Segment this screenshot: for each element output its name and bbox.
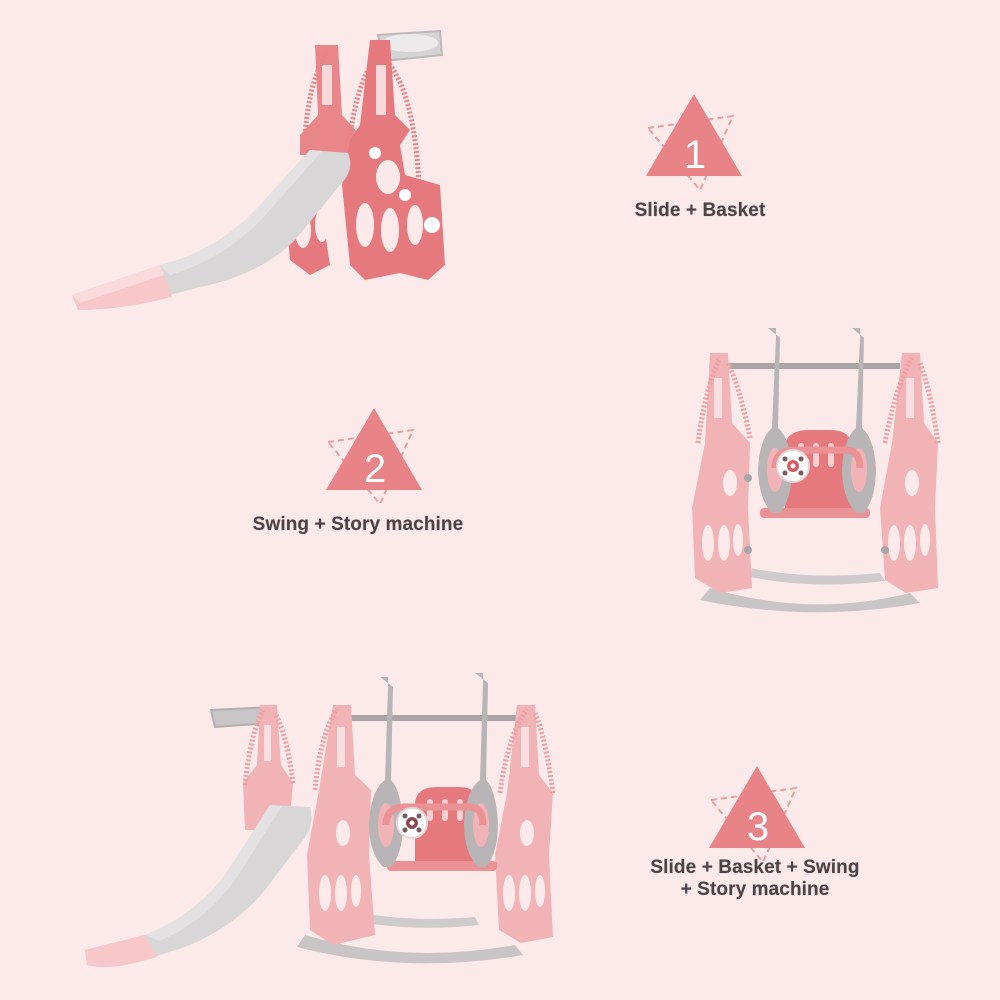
option-2-caption: Swing + Story machine <box>228 514 488 536</box>
product-image-slide-basket <box>60 25 460 315</box>
option-1-caption: Slide + Basket <box>610 200 790 222</box>
slide-basket-illustration <box>72 29 445 310</box>
triangle-badge-icon: 1 <box>646 94 742 192</box>
triangle-badge-icon: 2 <box>326 408 422 506</box>
svg-text:1: 1 <box>684 133 706 177</box>
option-1-badge: 1 <box>638 88 748 198</box>
caption-line: Slide + Basket <box>634 200 766 221</box>
triangle-badge-icon: 3 <box>709 766 805 864</box>
option-3-badge: 3 <box>701 760 811 870</box>
caption-line: Swing + Story machine <box>252 514 464 535</box>
caption-line-1: Slide + Basket + Swing <box>650 857 860 878</box>
swing-story-machine-illustration <box>692 328 941 613</box>
svg-text:2: 2 <box>364 447 386 491</box>
option-3-caption: Slide + Basket + Swing + Story machine <box>640 857 870 901</box>
product-image-combo-set <box>75 665 565 980</box>
option-2-badge: 2 <box>318 402 428 512</box>
product-image-swing-story-machine <box>680 318 950 618</box>
caption-line-2: + Story machine <box>680 879 830 900</box>
combo-set-illustration <box>85 673 556 968</box>
svg-text:3: 3 <box>747 805 769 849</box>
